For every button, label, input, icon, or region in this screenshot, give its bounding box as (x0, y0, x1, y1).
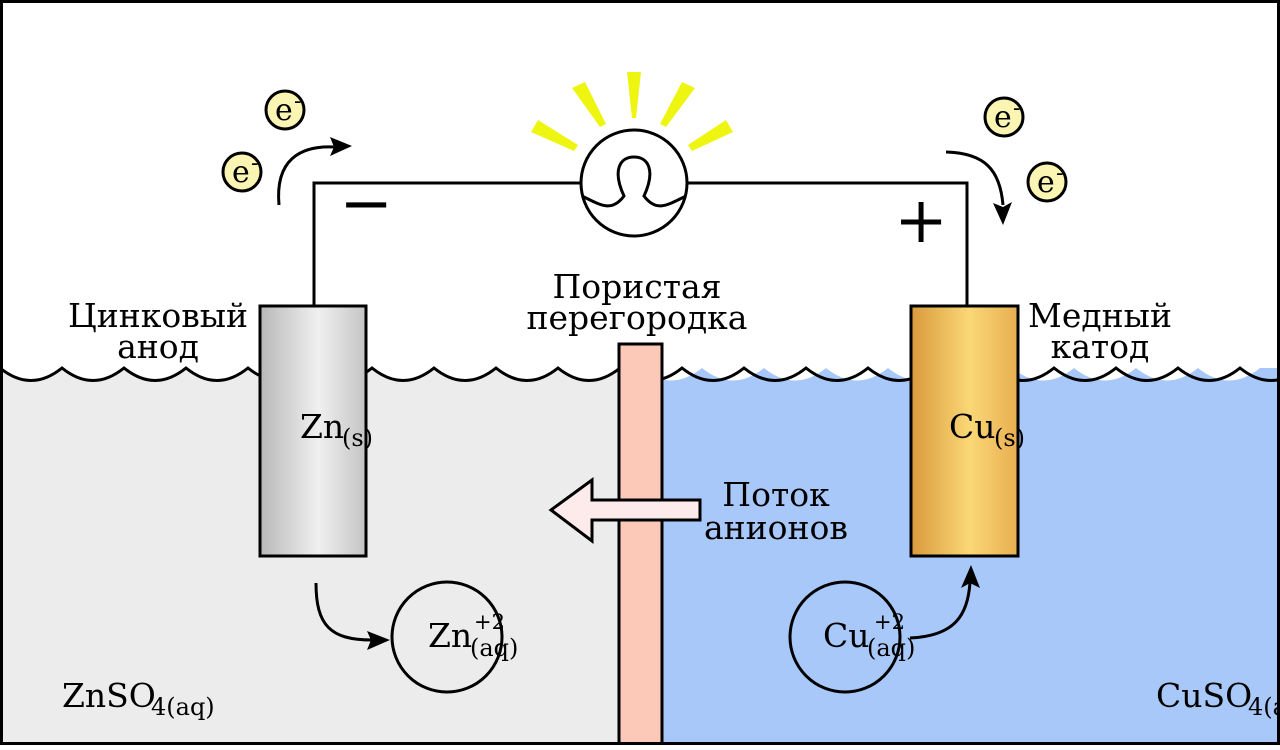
svg-text:CuSO: CuSO (1156, 676, 1252, 715)
zinc-anode-label-line1: Цинковый (68, 296, 248, 335)
copper-cathode (909, 304, 1020, 558)
svg-text:-: - (294, 89, 301, 114)
svg-text:(aq): (aq) (867, 634, 915, 662)
electron-2: e - (221, 151, 263, 193)
copper-ion-formula: Cu +2 (aq) (823, 610, 915, 662)
porous-barrier-label-line2: перегородка (527, 298, 748, 337)
anion-flow-arrow (548, 477, 702, 545)
zinc-anode-label-line2: анод (117, 327, 199, 366)
svg-text:4(aq): 4(aq) (1248, 693, 1280, 721)
electron-1: e - (264, 89, 306, 131)
porous-barrier-label-line1: Пористая (553, 267, 722, 306)
svg-text:+2: +2 (474, 610, 505, 634)
light-bulb-icon (579, 128, 689, 238)
svg-text:(s): (s) (342, 424, 373, 452)
copper-ion-arrow (909, 581, 972, 640)
svg-text:Zn: Zn (428, 616, 472, 655)
electron-in-arrowhead (993, 202, 1012, 225)
svg-text:e: e (275, 93, 293, 128)
svg-text:-: - (251, 151, 258, 176)
minus-sign: − (339, 167, 393, 241)
copper-sulfate-formula: CuSO 4(aq) (1156, 676, 1280, 721)
svg-text:Cu: Cu (949, 407, 996, 446)
porous-barrier (617, 342, 664, 750)
zinc-sulfate-formula: ZnSO 4(aq) (62, 676, 215, 721)
anion-flow-label-line1: Поток (722, 475, 830, 514)
zinc-ion-arrowhead (367, 631, 390, 650)
copper-ion-circle (788, 580, 902, 694)
svg-text:Cu: Cu (823, 616, 870, 655)
zinc-ion-circle (390, 580, 504, 694)
copper-cathode-label-line2: катод (1051, 327, 1150, 366)
zinc-solid-formula: Zn (s) (300, 407, 373, 452)
svg-text:Zn: Zn (300, 407, 344, 446)
svg-text:(aq): (aq) (470, 634, 518, 662)
copper-solid-formula: Cu (s) (949, 407, 1025, 452)
electron-3: e - (983, 96, 1025, 138)
plus-sign: + (894, 184, 948, 258)
svg-text:(s): (s) (994, 424, 1025, 452)
electron-out-arrowhead (330, 137, 352, 156)
bulb-glow (531, 72, 733, 151)
copper-ion-arrowhead (961, 565, 980, 588)
svg-text:e: e (1037, 165, 1055, 200)
electron-4: e - (1026, 161, 1068, 203)
svg-text:-: - (1056, 161, 1063, 186)
copper-cathode-label-line1: Медный (1028, 296, 1172, 335)
svg-text:ZnSO: ZnSO (62, 676, 156, 715)
zinc-anode (258, 304, 368, 558)
svg-text:e: e (232, 155, 250, 190)
svg-text:+2: +2 (874, 610, 905, 634)
electron-in-arrow (945, 150, 1005, 206)
zinc-ion-formula: Zn +2 (aq) (428, 610, 518, 662)
electron-out-arrow (277, 145, 336, 206)
zinc-ion-arrow (314, 582, 373, 642)
circuit-wire (312, 181, 969, 305)
anion-flow-label-line2: анионов (704, 508, 848, 547)
svg-text:4(aq): 4(aq) (151, 693, 215, 721)
svg-text:e: e (994, 100, 1012, 135)
svg-text:-: - (1013, 96, 1020, 121)
